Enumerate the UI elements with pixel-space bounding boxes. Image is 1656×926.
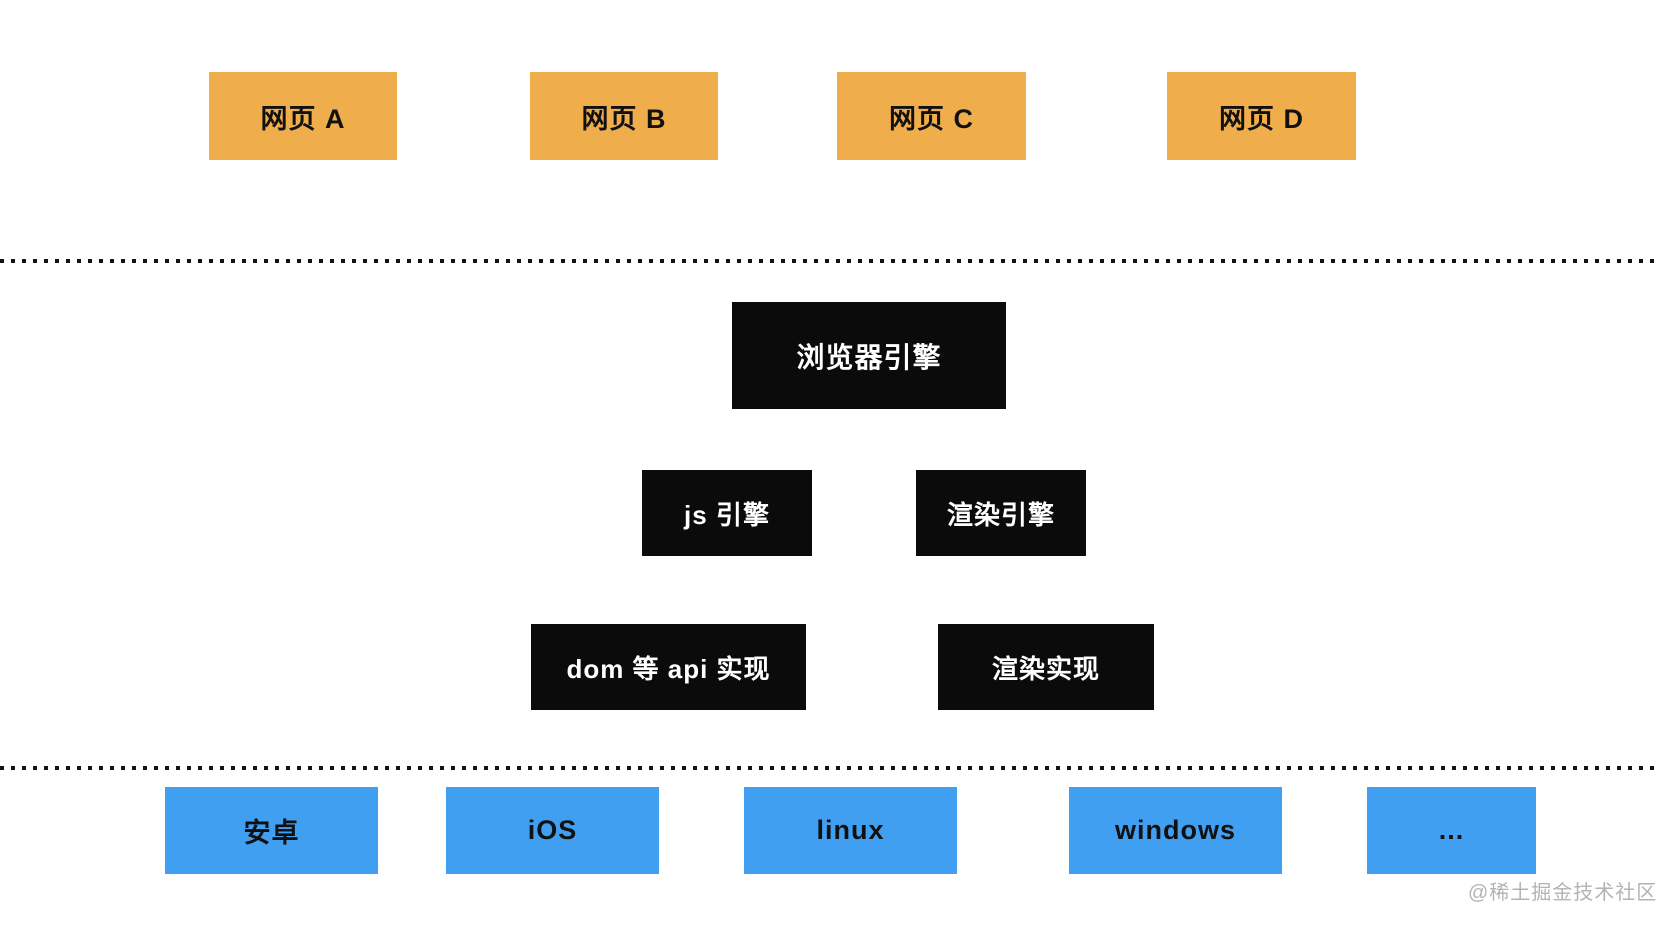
webpage-d-box: 网页 D [1167,72,1356,160]
webpage-a-label: 网页 A [260,103,346,134]
platform-linux-box: linux [744,787,957,874]
dotted-separator-top [0,259,1656,263]
platform-ios-label: iOS [527,815,578,845]
render-engine-box: 渲染引擎 [916,470,1086,556]
browser-engine-box: 浏览器引擎 [732,302,1006,409]
platform-more-box: ... [1367,787,1536,874]
platform-android-box: 安卓 [165,787,378,874]
render-impl-box: 渲染实现 [938,624,1154,710]
platform-windows-box: windows [1069,787,1282,874]
platform-android-label: 安卓 [243,818,300,848]
platform-more-label: ... [1438,815,1465,845]
webpage-b-label: 网页 B [581,103,667,134]
dotted-separator-bottom [0,766,1656,770]
webpage-a-box: 网页 A [209,72,397,160]
dom-api-impl-label: dom 等 api 实现 [566,653,771,684]
webpage-d-label: 网页 D [1219,103,1304,134]
platform-linux-label: linux [816,815,885,845]
webpage-b-box: 网页 B [530,72,718,160]
platform-windows-label: windows [1115,815,1236,845]
webpage-c-label: 网页 C [889,103,974,134]
browser-engine-label: 浏览器引擎 [796,341,942,373]
js-engine-box: js 引擎 [642,470,812,556]
render-impl-label: 渲染实现 [991,653,1100,684]
webpage-c-box: 网页 C [837,72,1026,160]
render-engine-label: 渲染引擎 [946,499,1055,530]
dom-api-impl-box: dom 等 api 实现 [531,624,806,710]
platform-ios-box: iOS [446,787,659,874]
js-engine-label: js 引擎 [684,499,770,530]
watermark: @稀土掘金技术社区 [1468,882,1656,904]
